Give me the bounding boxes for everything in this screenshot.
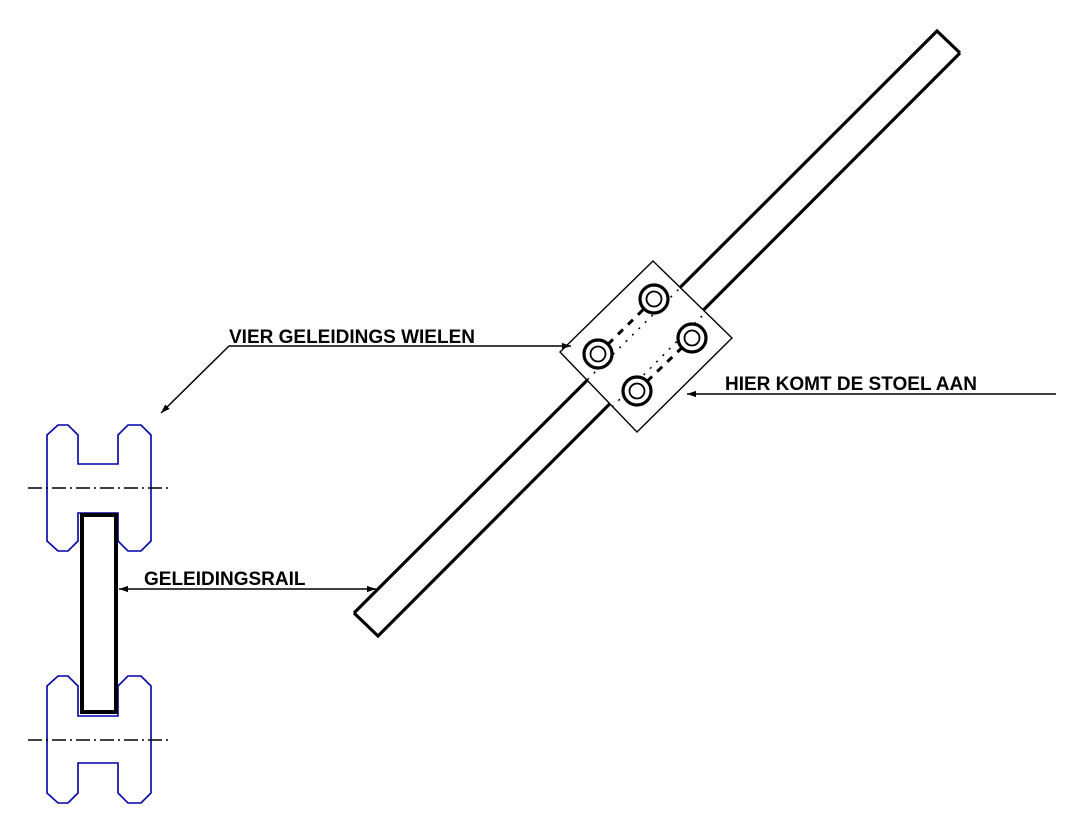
label-wheels: VIER GELEIDINGS WIELEN xyxy=(160,327,571,414)
label-chair-text: HIER KOMT DE STOEL AAN xyxy=(725,374,977,395)
plate-outline xyxy=(559,260,733,433)
wheel-profile-lower xyxy=(28,675,168,804)
rail-side-lower xyxy=(352,51,962,639)
rail-side-upper xyxy=(352,28,962,615)
label-rail-text: GELEIDINGSRAIL xyxy=(144,569,306,590)
diagonal-rail xyxy=(352,28,962,639)
mount-plate xyxy=(559,260,733,433)
rail-cross-section xyxy=(80,513,118,714)
label-chair: HIER KOMT DE STOEL AAN xyxy=(687,374,1056,398)
guide-wheel xyxy=(676,322,708,354)
wheel-profile-upper xyxy=(28,424,168,552)
guide-wheel xyxy=(582,338,614,370)
leader-diagonal xyxy=(160,345,230,414)
guide-wheel xyxy=(638,283,670,315)
label-rail: GELEIDINGSRAIL xyxy=(119,569,376,593)
guide-wheel xyxy=(621,375,653,407)
label-wheels-text: VIER GELEIDINGS WIELEN xyxy=(229,327,475,348)
